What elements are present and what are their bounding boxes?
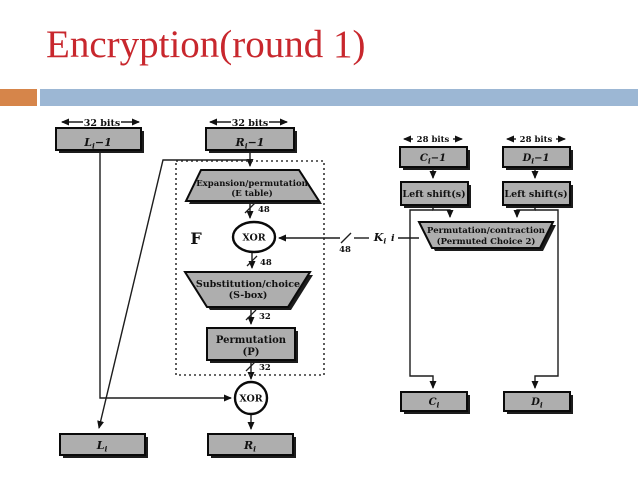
- width-label-perm-out: 32: [259, 363, 271, 373]
- box-r-prev-label: Ri−1: [235, 136, 265, 151]
- box-c-prev: Ci−1: [399, 146, 470, 170]
- box-left-shift-c: Left shift(s): [400, 181, 471, 208]
- box-d-out-label: Di: [530, 397, 543, 410]
- bits-label-right: 32 bits: [232, 118, 269, 129]
- expansion-label-line2: (E table): [231, 188, 273, 199]
- wire-shiftr-to-dout: [531, 209, 559, 389]
- width-slash-sbox-out: [245, 309, 257, 321]
- pc2-label-line1: Permutation/contraction: [427, 226, 545, 236]
- box-d-prev: Di−1: [502, 146, 573, 170]
- accent-bar-orange: [0, 89, 37, 106]
- box-r-out: Ri: [207, 433, 296, 458]
- sbox-label-line2: (S-box): [229, 290, 268, 301]
- permuted-choice-2-block: Permutation/contraction (Permuted Choice…: [417, 221, 556, 251]
- slide-title: Encryption(round 1): [46, 23, 366, 66]
- left-shift-d-label: Left shift(s): [504, 189, 567, 200]
- box-l-prev: Li−1: [55, 127, 144, 153]
- round-function-diagram: 32 bits 32 bits F Li−1: [55, 118, 419, 458]
- xor-bottom-label: XOR: [239, 394, 262, 405]
- left-shift-c-label: Left shift(s): [402, 189, 465, 200]
- expansion-label-line1: Expansion/permutation: [196, 179, 308, 189]
- xor-bottom: XOR: [233, 380, 269, 416]
- f-function-label: F: [190, 229, 202, 248]
- box-c-prev-label: Ci−1: [420, 153, 446, 166]
- perm-label-line2: (P): [243, 347, 260, 358]
- wire-lprev-to-xor-bottom: [99, 150, 232, 402]
- bits-label-c: 28 bits: [417, 135, 450, 145]
- bits-label-d: 28 bits: [520, 135, 553, 145]
- box-r-prev: Ri−1: [205, 127, 297, 153]
- box-left-shift-d: Left shift(s): [502, 181, 573, 208]
- subkey-input-line: 48 Ki i: [278, 231, 419, 255]
- box-r-out-label: Ri: [243, 439, 256, 454]
- box-l-prev-label: Li−1: [83, 136, 111, 151]
- width-slash-perm-out: [245, 360, 257, 372]
- subkey-label: Ki: [373, 231, 387, 246]
- box-c-out-label: Ci: [429, 397, 440, 410]
- box-d-prev-label: Di−1: [522, 153, 550, 166]
- width-slash-key-in: [340, 232, 352, 244]
- key-schedule-diagram: 28 bits 28 bits Ci−1: [399, 135, 573, 414]
- box-l-out: Li: [59, 433, 148, 458]
- bits-label-left: 32 bits: [84, 118, 121, 129]
- sbox-label-line1: Substitution/choice: [196, 279, 300, 290]
- wire-rprev-to-lout: [97, 159, 250, 429]
- width-arrow-32bits-right: 32 bits: [209, 118, 288, 129]
- width-label-key-in: 48: [339, 245, 351, 255]
- substitution-choice-block: Substitution/choice (S-box): [183, 271, 313, 310]
- box-d-out: Di: [503, 391, 573, 414]
- width-label-exp-out: 48: [258, 205, 270, 215]
- xor-top: XOR: [231, 220, 277, 254]
- xor-top-label: XOR: [242, 233, 265, 244]
- accent-bar-blue: [40, 89, 638, 106]
- expansion-permutation-block: Expansion/permutation (E table): [184, 169, 322, 204]
- perm-label-line1: Permutation: [216, 335, 287, 346]
- width-label-sbox-out: 32: [259, 312, 271, 322]
- wire-shiftl-to-cout: [409, 209, 437, 389]
- box-l-out-label: Li: [96, 439, 108, 454]
- width-slash-exp-out: [244, 202, 256, 214]
- width-label-xor-out: 48: [260, 258, 272, 268]
- width-arrow-28bits-left: 28 bits: [403, 135, 463, 145]
- width-arrow-28bits-right: 28 bits: [506, 135, 566, 145]
- width-slash-xor-out: [246, 255, 258, 267]
- pc2-label-line2: (Permuted Choice 2): [437, 236, 536, 247]
- subkey-i-stub: i: [391, 233, 395, 244]
- box-c-out: Ci: [400, 391, 470, 414]
- width-arrow-32bits-left: 32 bits: [61, 118, 140, 129]
- f-function-dashed-boundary: [175, 160, 325, 376]
- permutation-block: Permutation (P): [206, 327, 298, 363]
